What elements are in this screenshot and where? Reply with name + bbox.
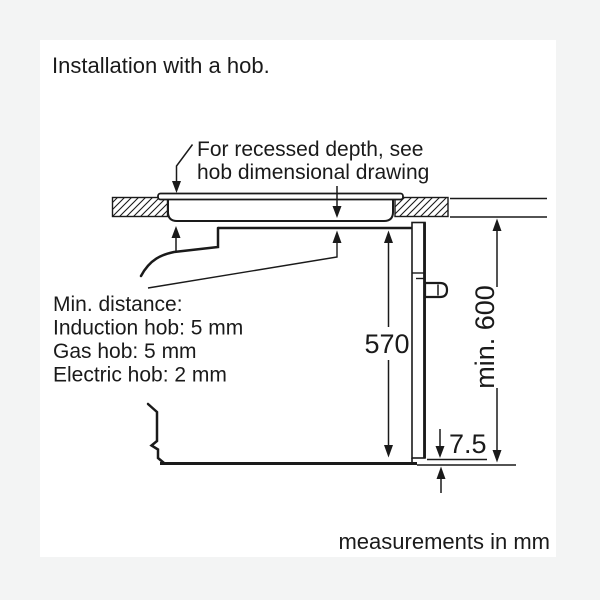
hob <box>157 192 404 222</box>
arrow-up-hob-underside-icon <box>171 226 181 238</box>
oven-body <box>139 221 516 466</box>
diagram-card <box>40 40 556 557</box>
units-note: measurements in mm <box>338 529 550 554</box>
arrow-up-75-icon <box>436 466 446 479</box>
recessed-depth-pointers <box>172 144 342 218</box>
hob-recessed-body <box>167 199 394 222</box>
recessed-depth-note-line1: For recessed depth, see <box>197 138 423 161</box>
arrow-down-75-icon <box>435 446 445 458</box>
leader-line-min-distance <box>147 243 338 289</box>
arrow-down-hob-top-icon <box>172 181 181 193</box>
dim-600-label: min. 600 <box>470 285 500 389</box>
min-distance-electric: Electric hob: 2 mm <box>53 364 227 387</box>
worktop-right-section <box>394 196 449 218</box>
arrow-up-600-icon <box>492 218 502 231</box>
page-title: Installation with a hob. <box>52 53 270 78</box>
min-distance-heading: Min. distance: <box>53 293 183 316</box>
oven-front-panel <box>411 221 426 459</box>
min-distance-gas: Gas hob: 5 mm <box>53 340 197 363</box>
dim-75-label: 7.5 <box>449 429 487 459</box>
worktop-left-section <box>111 196 169 218</box>
arrow-up-oven-top-icon <box>332 230 342 243</box>
dim-570-label: 570 <box>364 329 409 359</box>
arrow-down-570-icon <box>384 445 393 458</box>
dimension-min-600: min. 600 <box>470 218 502 463</box>
worktop <box>111 196 547 218</box>
arrow-down-recess-bottom-icon <box>332 206 342 218</box>
min-distance-induction: Induction hob: 5 mm <box>53 317 243 340</box>
oven-bottom-left-break-line <box>146 402 166 465</box>
hob-top-plate <box>157 192 404 201</box>
arrow-down-600-icon <box>492 450 502 463</box>
oven-top-left-break-line <box>139 226 220 278</box>
control-knob <box>423 281 449 299</box>
min-distance-pointers <box>147 226 342 289</box>
arrow-up-570-icon <box>384 230 393 243</box>
dimension-7-5: 7.5 <box>427 429 487 493</box>
recessed-depth-note-line2: hob dimensional drawing <box>197 161 429 184</box>
annotation-texts: For recessed depth, see hob dimensional … <box>53 138 429 387</box>
dimension-570: 570 <box>364 230 410 458</box>
leader-line-recessed-left <box>175 144 194 181</box>
